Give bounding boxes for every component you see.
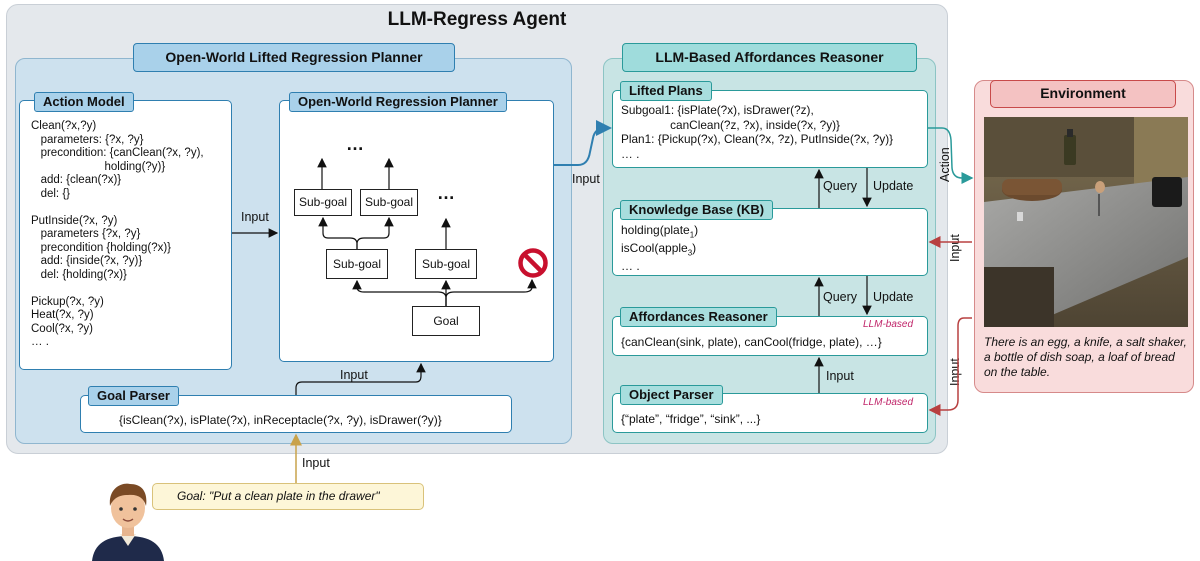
input-label: Input (948, 234, 962, 262)
update-label: Update (873, 179, 914, 193)
regression-planner-title: Open-World Lifted Regression Planner (133, 43, 455, 72)
subgoal-node: Sub-goal (415, 249, 477, 279)
kb-more: … . (621, 259, 640, 273)
text-line: parameters: {?x, ?y} (31, 133, 144, 146)
prohibited-icon (518, 248, 548, 278)
user-icon (92, 483, 164, 561)
text-line (31, 201, 204, 215)
text-line: Subgoal1: {isPlate(?x), isDrawer(?z), (621, 103, 814, 117)
object-parser-label: Object Parser (620, 385, 723, 405)
text-line: add: {clean(?x)} (31, 174, 122, 186)
goal-prompt-bubble: Goal: "Put a clean plate in the drawer" (152, 483, 424, 510)
input-label: Input (340, 368, 368, 382)
action-model-text: Clean(?x,?y) parameters: {?x, ?y} precon… (31, 120, 204, 350)
input-label: Input (302, 456, 330, 470)
text-line: … . (621, 146, 640, 161)
kitchen-scene-icon (984, 117, 1188, 327)
text-line: holding(?y)} (31, 160, 166, 173)
text-line (31, 282, 204, 296)
knowledge-base-label: Knowledge Base (KB) (620, 200, 774, 220)
regression-planner-label: Open-World Regression Planner (289, 92, 507, 112)
goal-node: Goal (412, 306, 480, 336)
lifted-plans-box (612, 90, 928, 168)
ellipsis-top: … (346, 134, 364, 154)
query-label: Query (823, 290, 858, 304)
text-line: precondition: {canClean(?x, ?y), (31, 147, 204, 159)
text-line: del: {holding(?x)} (31, 268, 127, 281)
text-line: precondition {holding(?x)} (31, 241, 172, 254)
lifted-plans-label: Lifted Plans (620, 81, 712, 101)
goal-parser-label: Goal Parser (88, 386, 179, 406)
affordances-reasoner-title: LLM-Based Affordances Reasoner (622, 43, 917, 72)
update-label: Update (873, 290, 914, 304)
ellipsis-right: … (437, 183, 455, 203)
llm-based-tag: LLM-based (863, 319, 914, 330)
input-label: Input (572, 172, 600, 186)
action-label: Action (938, 147, 952, 182)
input-label: Input (948, 358, 962, 386)
text-line: Pickup(?x, ?y) (31, 295, 104, 308)
object-parser-text: {“plate”, “fridge”, “sink”, ...} (621, 412, 761, 426)
text-line: add: {inside(?x, ?y)} (31, 255, 143, 267)
environment-title: Environment (990, 80, 1176, 108)
lifted-plans-text: Subgoal1: {isPlate(?x), isDrawer(?z), ca… (621, 103, 893, 161)
text-line: Clean(?x,?y) (31, 120, 97, 132)
text-line: parameters {?x, ?y} (31, 228, 141, 240)
input-label: Input (826, 369, 854, 383)
environment-scene-image (984, 117, 1188, 327)
text-line: canClean(?z, ?x), inside(?x, ?y)} (621, 117, 840, 132)
text-line: … . (31, 336, 49, 348)
text-line: del: {} (31, 187, 71, 200)
agent-title: LLM-Regress Agent (387, 9, 567, 30)
action-model-box (19, 100, 232, 370)
user-avatar (88, 478, 168, 561)
llm-based-tag: LLM-based (863, 397, 914, 408)
subgoal-node: Sub-goal (326, 249, 388, 279)
text-line: Heat(?x, ?y) (31, 309, 94, 321)
kb-fact-1: holding(plate1) (621, 223, 699, 240)
text-line: Plan1: {Pickup(?x), Clean(?x, ?z), PutIn… (621, 132, 894, 146)
query-label: Query (823, 179, 858, 193)
goal-parser-text: {isClean(?x), isPlate(?x), inReceptacle(… (119, 413, 442, 427)
affordances-reasoner-label: Affordances Reasoner (620, 307, 777, 327)
subgoal-node: Sub-goal (294, 189, 352, 216)
action-model-label: Action Model (34, 92, 134, 112)
text-line: PutInside(?x, ?y) (31, 214, 118, 227)
kb-fact-2: isCool(apple3) (621, 241, 697, 258)
affordances-text: {canClean(sink, plate), canCool(fridge, … (621, 335, 882, 349)
subgoal-node: Sub-goal (360, 189, 418, 216)
input-label: Input (241, 210, 269, 224)
text-line: Cool(?x, ?y) (31, 322, 93, 335)
environment-caption: There is an egg, a knife, a salt shaker,… (984, 335, 1187, 379)
